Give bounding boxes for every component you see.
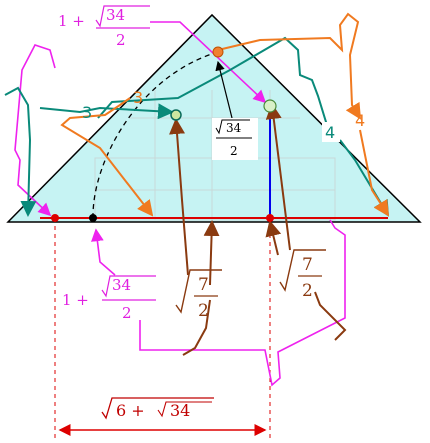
- label-teal-4: 4: [325, 123, 335, 142]
- svg-text:2: 2: [198, 301, 209, 321]
- dashed-arc: [92, 51, 219, 219]
- magenta-callouts: [14, 21, 346, 387]
- svg-text:2: 2: [302, 281, 313, 301]
- label-brown-right: 7 2: [279, 249, 326, 301]
- point-arc-start: [89, 214, 97, 222]
- label-teal-3: 3: [82, 103, 92, 122]
- svg-text:34: 34: [226, 121, 242, 135]
- svg-text:34: 34: [170, 401, 190, 420]
- svg-text:2: 2: [122, 304, 132, 322]
- point-height-top: [263, 99, 277, 113]
- point-top-orange: [212, 46, 224, 58]
- svg-text:1 +: 1 +: [62, 291, 89, 309]
- svg-text:2: 2: [116, 31, 126, 49]
- svg-text:2: 2: [230, 144, 238, 158]
- inner-arrow: [215, 60, 233, 119]
- svg-text:7: 7: [302, 255, 313, 275]
- label-brown-left: 7 2: [175, 269, 222, 321]
- svg-text:6 +: 6 +: [116, 401, 145, 420]
- svg-text:7: 7: [198, 275, 209, 295]
- label-orange-4: 4: [355, 111, 365, 130]
- label-dimension: 6 + 34: [101, 397, 214, 420]
- svg-text:34: 34: [112, 276, 131, 294]
- teal-callouts: [4, 36, 390, 217]
- label-inner-black: 34 2: [212, 118, 258, 160]
- label-orange-3: 3: [133, 88, 143, 107]
- brown-callouts: [169, 103, 347, 356]
- orange-callouts: [60, 12, 390, 217]
- svg-text:1 +: 1 +: [58, 12, 85, 30]
- point-base-foot: [266, 214, 274, 222]
- label-top-magenta: 1 + 34 2: [58, 5, 150, 49]
- label-bottom-magenta: 1 + 34 2: [62, 275, 156, 322]
- point-teal-mid: [170, 109, 182, 121]
- label-teal-4-bg: [322, 122, 340, 142]
- point-base-left: [51, 214, 59, 222]
- svg-text:34: 34: [106, 6, 125, 24]
